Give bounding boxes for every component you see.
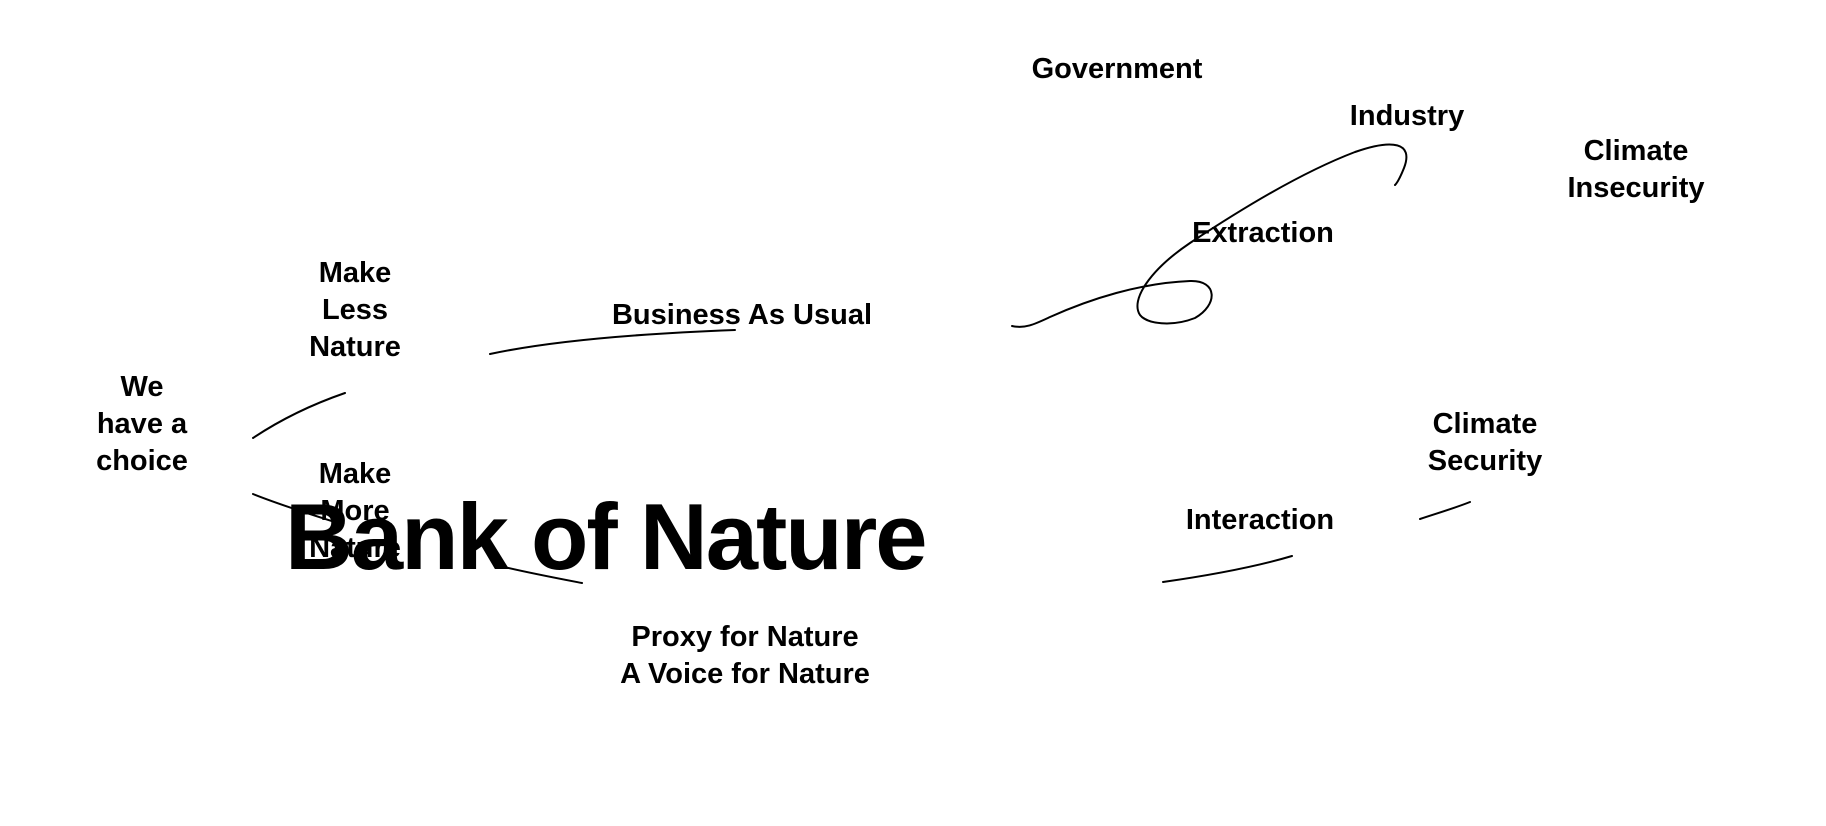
node-proxy-for-nature: Proxy for Nature A Voice for Nature bbox=[595, 619, 895, 693]
node-text-line: Insecurity bbox=[1567, 172, 1705, 204]
node-text-line: More bbox=[320, 494, 390, 527]
connector-more-to-bank bbox=[495, 564, 583, 584]
node-industry: Industry bbox=[1349, 99, 1465, 132]
connector-less-to-bau bbox=[489, 329, 736, 355]
node-government: Government bbox=[1031, 52, 1203, 85]
node-text-line: Less bbox=[321, 293, 389, 326]
node-text-line: Proxy for Nature bbox=[631, 621, 859, 653]
connector-interaction-to-security bbox=[1419, 501, 1471, 520]
node-climate-insecurity: Climate Insecurity bbox=[1551, 133, 1721, 207]
node-text-line: Nature bbox=[309, 531, 401, 564]
connector-choice-to-more bbox=[252, 493, 339, 524]
node-text-line: Security bbox=[1427, 445, 1543, 477]
node-text-line: We bbox=[120, 370, 164, 403]
node-text-line: Make bbox=[318, 256, 392, 289]
node-bank-of-nature: Bank of Nature bbox=[285, 484, 928, 589]
connector-choice-to-less bbox=[252, 392, 346, 439]
node-text-line: choice bbox=[96, 444, 188, 477]
node-we-have-a-choice: We have a choice bbox=[82, 369, 202, 480]
connector-bank-to-interaction bbox=[1162, 555, 1293, 583]
node-interaction: Interaction bbox=[1185, 503, 1335, 536]
node-text-line: A Voice for Nature bbox=[620, 658, 870, 690]
node-make-less-nature: Make Less Nature bbox=[290, 255, 420, 366]
node-climate-security: Climate Security bbox=[1415, 406, 1555, 480]
node-text-line: Make bbox=[318, 457, 392, 490]
node-make-more-nature: Make More Nature bbox=[290, 456, 420, 567]
node-text-line: have a bbox=[96, 407, 188, 440]
node-text-line: Climate bbox=[1583, 135, 1689, 167]
node-text-line: Climate bbox=[1432, 408, 1538, 440]
node-text-line: Nature bbox=[309, 330, 401, 363]
node-business-as-usual: Business As Usual bbox=[611, 298, 873, 331]
node-extraction: Extraction bbox=[1192, 216, 1334, 249]
connector-bau-to-loop bbox=[1011, 143, 1408, 328]
